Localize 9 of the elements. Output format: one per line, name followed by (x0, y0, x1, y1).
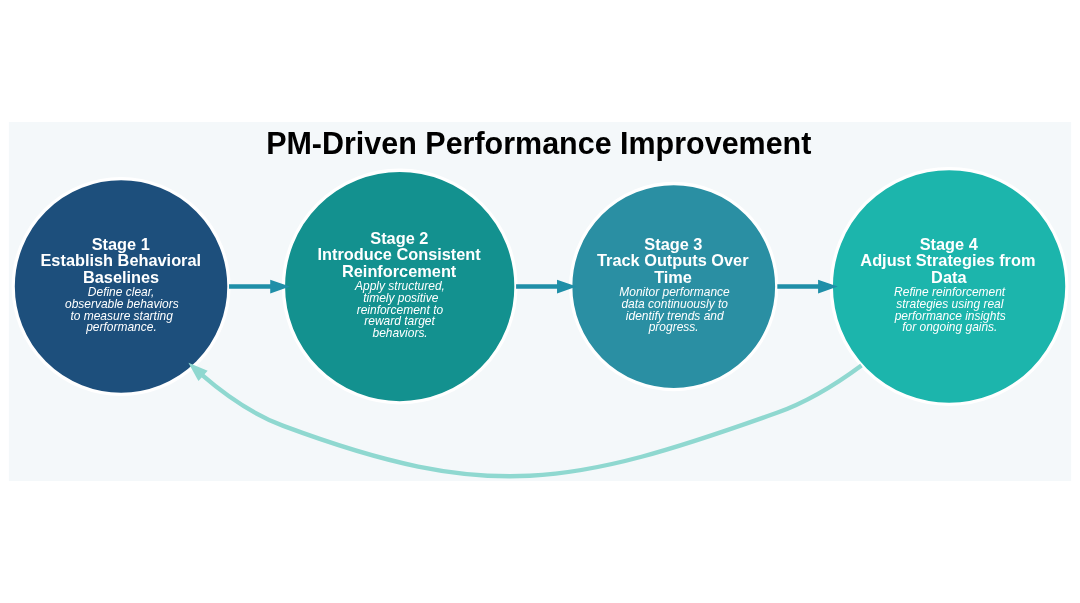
node-circle: Stage 1 Establish Behavioral Baselines Define clear, observable behaviors to measure starting performance. (11, 177, 231, 396)
node-circle: Stage 4 Adjust Strategies from Data Refine reinforcement strategies using real performance insights for ongoing gains. (829, 167, 1069, 406)
node-circle: Stage 3 Track Outputs Over Time Monitor performance data continuously to identify trends and progress. (569, 181, 779, 392)
arrow (188, 362, 863, 479)
arrow (777, 279, 838, 294)
arrow (516, 279, 577, 294)
diagram-title: PM-Driven Performance Improvement (266, 126, 812, 161)
node-circle: Stage 2 Introduce Consistent Reinforcement Apply structured, timely positive reinforcement to reward target behaviors. (281, 168, 518, 405)
arrow (229, 279, 290, 294)
